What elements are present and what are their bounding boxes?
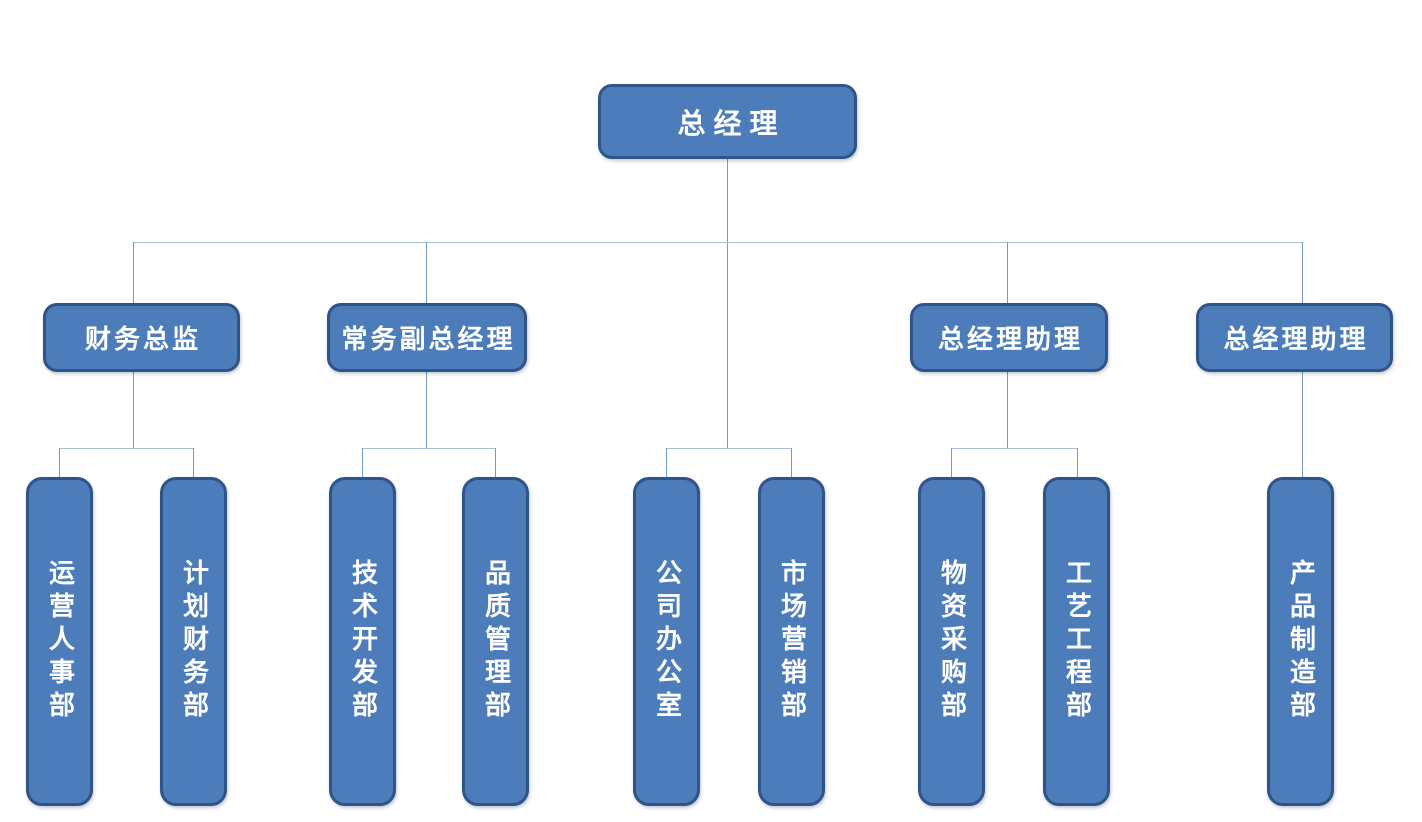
node-label: 运营人事部 [45,559,75,724]
node-label: 财务总监 [84,325,201,354]
org-node-gm-assistant-1[interactable]: 总经理助理 [910,303,1108,372]
node-label: 总经理助理 [937,325,1083,354]
connector-g4-vertical [1007,372,1008,448]
org-node-dept-process-engineering[interactable]: 工艺工程部 [1043,477,1110,806]
node-label: 公司办公室 [652,559,682,724]
node-label: 工艺工程部 [1062,559,1092,724]
org-node-dept-materials-procurement[interactable]: 物资采购部 [918,477,985,806]
org-node-dept-planning-finance[interactable]: 计划财务部 [160,477,227,806]
connector-g3-drop-right [791,448,792,477]
org-node-finance-director[interactable]: 财务总监 [43,303,240,372]
node-label: 物资采购部 [937,559,967,724]
connector-g4-drop-right [1077,448,1078,477]
org-node-general-manager[interactable]: 总经理 [598,84,857,159]
connector-drop-deputy-gm [426,242,427,303]
connector-bus-horizontal [133,242,1302,243]
connector-drop-gm-assistant-2 [1302,242,1303,303]
node-label: 总经理助理 [1223,325,1369,354]
node-label: 品质管理部 [481,559,511,724]
node-label: 常务副总经理 [341,325,516,354]
connector-g4-drop-left [951,448,952,477]
connector-g1-horizontal [59,448,194,449]
connector-g5-vertical [1302,372,1303,477]
connector-drop-finance-director [133,242,134,303]
connector-g2-drop-right [495,448,496,477]
node-label: 计划财务部 [179,559,209,724]
connector-g3-horizontal [666,448,792,449]
org-node-dept-product-manufacturing[interactable]: 产品制造部 [1267,477,1334,806]
connector-g3-drop-left [666,448,667,477]
node-label: 产品制造部 [1286,559,1316,724]
connector-g1-vertical [133,372,134,448]
connector-g2-vertical [426,372,427,448]
org-node-dept-company-office[interactable]: 公司办公室 [633,477,700,806]
connector-g1-drop-right [193,448,194,477]
connector-g2-drop-left [362,448,363,477]
connector-drop-gm-assistant-1 [1007,242,1008,303]
node-label: 技术开发部 [348,559,378,724]
org-node-gm-assistant-2[interactable]: 总经理助理 [1196,303,1393,372]
org-node-dept-marketing[interactable]: 市场营销部 [758,477,825,806]
org-node-dept-operations-hr[interactable]: 运营人事部 [26,477,93,806]
org-node-deputy-general-manager[interactable]: 常务副总经理 [327,303,527,372]
connector-g1-drop-left [59,448,60,477]
connector-g4-horizontal [951,448,1077,449]
node-label: 市场营销部 [777,559,807,724]
org-node-dept-tech-development[interactable]: 技术开发部 [329,477,396,806]
connector-g2-horizontal [362,448,496,449]
org-node-dept-quality-management[interactable]: 品质管理部 [462,477,529,806]
connector-trunk-vertical [727,159,728,448]
node-label: 总经理 [677,108,786,140]
